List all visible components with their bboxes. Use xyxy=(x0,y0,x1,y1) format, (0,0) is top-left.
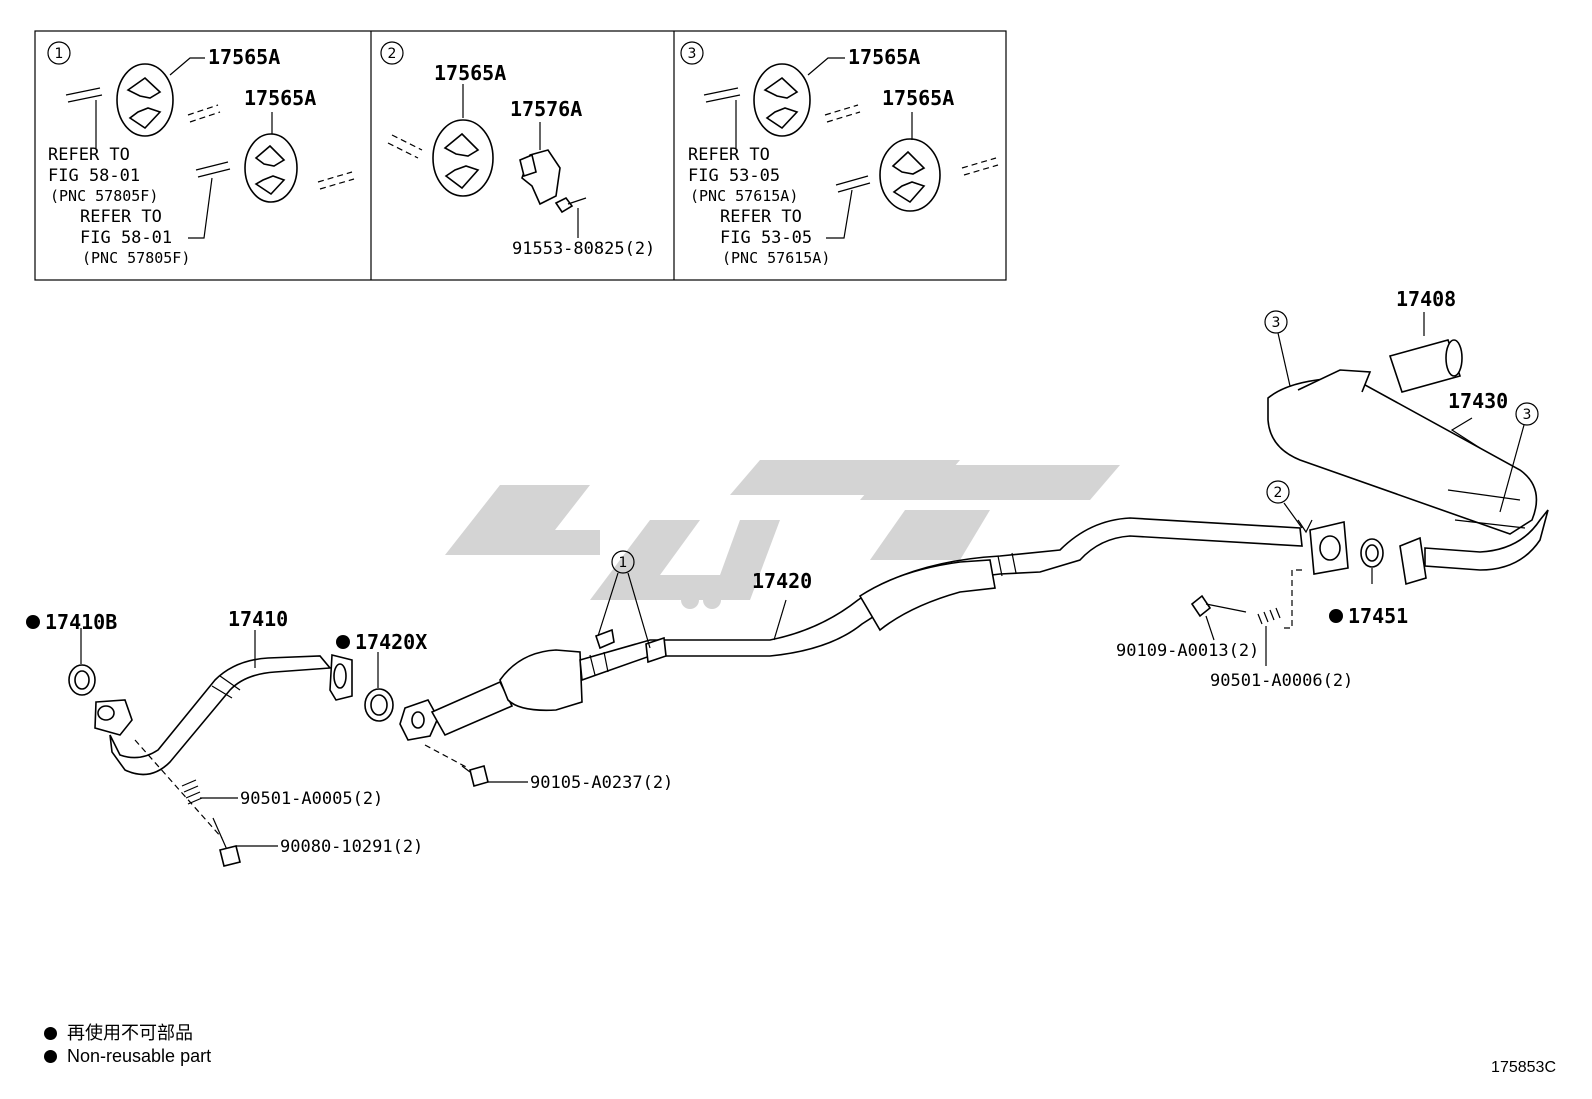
spring-icon xyxy=(181,779,203,805)
inset-3-ref-b-line2: FIG 53-05 xyxy=(720,228,812,248)
hanger-rubber-icon xyxy=(753,63,811,137)
inset-1-number: 1 xyxy=(55,46,64,62)
tail-pipe-17408 xyxy=(1388,339,1463,393)
inset-3-ref-a-line1: REFER TO xyxy=(688,145,770,165)
non-reusable-dot xyxy=(26,615,40,629)
inset-3: 3 17565A 17565A REFER TO FIG 53-05 (PNC … xyxy=(680,41,999,267)
inset-3-number: 3 xyxy=(688,46,697,62)
inset-1-label-17565a-upper: 17565A xyxy=(208,45,280,69)
legend-en-text: Non-reusable part xyxy=(67,1046,212,1066)
inset-3-label-17565a-lower: 17565A xyxy=(882,86,954,110)
inset-1-label-17565a-lower: 17565A xyxy=(244,86,316,110)
bolt-icon xyxy=(461,765,489,787)
hanger-rubber-icon xyxy=(116,63,174,137)
inset-3-number-circle xyxy=(680,41,704,65)
inset-2-label-17576a: 17576A xyxy=(510,97,582,121)
non-reusable-dot xyxy=(44,1050,57,1063)
bolt-axis xyxy=(1282,569,1302,629)
part-label-17410b: 17410B xyxy=(45,610,117,634)
bolt-axis xyxy=(134,739,223,839)
hanger-rubber-icon xyxy=(432,119,494,197)
svg-text:1: 1 xyxy=(619,555,628,571)
bolt-label-90109-a0013: 90109-A0013(2) xyxy=(1116,641,1259,661)
callout-2: 2 xyxy=(1266,480,1313,534)
inset-1-ref-b-line2: FIG 58-01 xyxy=(80,228,172,248)
legend-jp-text: 再使用不可部品 xyxy=(67,1023,193,1043)
inset-1-ref-a-line2: FIG 58-01 xyxy=(48,166,140,186)
svg-text:3: 3 xyxy=(1272,315,1281,331)
inset-3-ref-b-pnc: (PNC 57615A) xyxy=(722,249,830,267)
inset-2: 2 17565A 17576A 91553-80825(2) xyxy=(380,41,655,259)
part-label-17420: 17420 xyxy=(752,569,812,593)
callout-3-rear: 3 xyxy=(1499,402,1539,513)
watermark-logo xyxy=(445,460,1120,609)
legend-jp: 再使用不可部品 xyxy=(44,1019,193,1045)
inset-2-number: 2 xyxy=(388,46,397,62)
inset-1-ref-a-line1: REFER TO xyxy=(48,145,130,165)
hanger-rubber-icon xyxy=(244,133,298,203)
bolt-icon xyxy=(554,196,587,214)
inset-panels xyxy=(34,30,1007,281)
legend-en: Non-reusable part xyxy=(44,1046,211,1067)
bolt-axis xyxy=(424,744,469,769)
gasket-17420x xyxy=(364,688,394,722)
inset-2-number-circle xyxy=(380,41,404,65)
hanger-rubber-icon xyxy=(879,138,941,212)
inset-3-ref-b-line1: REFER TO xyxy=(720,207,802,227)
bolt-icon xyxy=(1190,594,1247,618)
figure-code: 175853C xyxy=(1491,1059,1556,1076)
svg-text:2: 2 xyxy=(1274,485,1283,501)
gasket-17410b xyxy=(68,664,96,696)
inset-1-number-circle xyxy=(47,41,71,65)
inset-1-ref-b-pnc: (PNC 57805F) xyxy=(82,249,190,267)
svg-text:3: 3 xyxy=(1523,407,1532,423)
inset-2-label-17565a: 17565A xyxy=(434,61,506,85)
inset-3-ref-a-line2: FIG 53-05 xyxy=(688,166,780,186)
non-reusable-dot xyxy=(1329,609,1343,623)
gasket-17451 xyxy=(1360,538,1384,568)
part-label-17408: 17408 xyxy=(1396,287,1456,311)
bolt-label-90501-a0006: 90501-A0006(2) xyxy=(1210,671,1353,691)
part-label-17410: 17410 xyxy=(228,607,288,631)
spring-icon xyxy=(1257,607,1281,625)
rear-flange xyxy=(1309,521,1349,575)
inset-1-ref-b-line1: REFER TO xyxy=(80,207,162,227)
bolt-label-90080-10291: 90080-10291(2) xyxy=(280,837,423,857)
part-label-17451: 17451 xyxy=(1348,604,1408,628)
front-pipe-17410 xyxy=(94,653,353,776)
inset-1-ref-a-pnc: (PNC 57805F) xyxy=(50,187,158,205)
inset-3-ref-a-pnc: (PNC 57615A) xyxy=(690,187,798,205)
callout-1: 1 xyxy=(597,550,651,649)
inset-1: 1 17565A 17565A REFER TO FIG 58-01 (PNC … xyxy=(47,41,355,267)
muffler-17430 xyxy=(1267,369,1549,586)
inset-3-label-17565a-upper: 17565A xyxy=(848,45,920,69)
bolt-label-90501-a0005: 90501-A0005(2) xyxy=(240,789,383,809)
part-label-17420x: 17420X xyxy=(355,630,427,654)
non-reusable-dot xyxy=(336,635,350,649)
bolt-icon xyxy=(212,817,241,867)
callout-3-front: 3 xyxy=(1264,310,1291,387)
center-pipe-17420 xyxy=(399,517,1303,741)
part-label-17430: 17430 xyxy=(1448,389,1508,413)
bracket-icon xyxy=(519,149,561,206)
non-reusable-dot xyxy=(44,1027,57,1040)
inset-2-label-bolt: 91553-80825(2) xyxy=(512,239,655,259)
bolt-label-90105-a0237: 90105-A0237(2) xyxy=(530,773,673,793)
